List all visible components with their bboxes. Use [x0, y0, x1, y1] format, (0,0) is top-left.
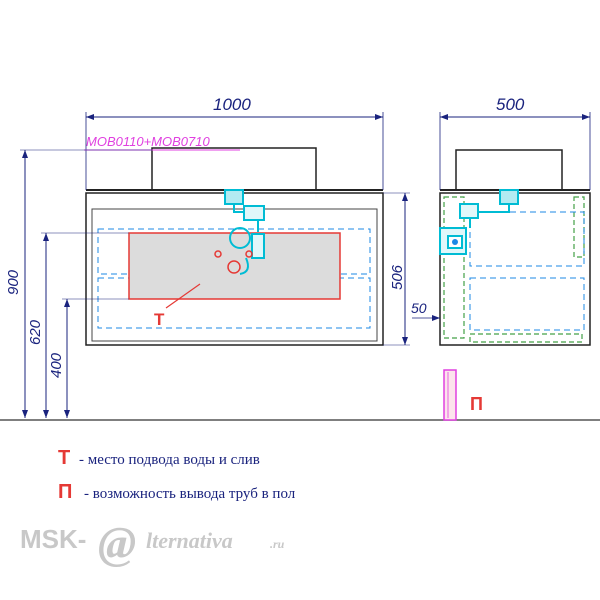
dim-620: 620	[27, 319, 44, 345]
side-drawer-upper	[469, 211, 585, 267]
dim-900: 900	[5, 269, 22, 295]
front-dimensions: 1000 MOB0110+MOB0710 900 620 400 506	[5, 95, 410, 418]
side-view	[439, 149, 591, 346]
dim-50: 50	[411, 300, 427, 316]
side-dimensions: 500 50	[411, 95, 591, 321]
side-basin	[455, 149, 563, 191]
dim-400: 400	[48, 352, 65, 378]
side-siphon	[439, 189, 519, 255]
side-drawer-lower	[469, 277, 585, 331]
water-marker: Т	[154, 310, 165, 329]
legend-letter-1: Т	[58, 447, 70, 469]
legend: Т - место подвода воды и слив П - возмож…	[58, 447, 296, 503]
outlet-left	[214, 250, 222, 258]
svg-text:.ru: .ru	[270, 537, 285, 551]
watermark: MSK- @ lternativa .ru	[20, 517, 285, 568]
floor-pipe: П	[443, 369, 483, 421]
dim-500: 500	[496, 95, 525, 114]
model-label: MOB0110+MOB0710	[86, 134, 210, 149]
side-frame	[443, 196, 465, 339]
svg-text:@: @	[98, 517, 136, 568]
floor-marker: П	[470, 394, 483, 414]
svg-text:MSK-: MSK-	[20, 524, 86, 554]
water-supply-zone	[128, 232, 341, 300]
siphon	[224, 189, 265, 275]
legend-letter-2: П	[58, 481, 72, 503]
legend-text-1: - место подвода воды и слив	[79, 452, 260, 468]
dim-1000: 1000	[213, 95, 251, 114]
drain-outlet	[227, 260, 241, 274]
svg-text:lternativa: lternativa	[146, 528, 233, 553]
legend-text-2: - возможность вывода труб в пол	[84, 486, 296, 502]
water-marker-leader	[165, 283, 201, 309]
basin	[151, 147, 317, 191]
outlet-right	[245, 250, 253, 258]
front-view: Т	[85, 147, 384, 346]
dim-506: 506	[389, 264, 406, 290]
